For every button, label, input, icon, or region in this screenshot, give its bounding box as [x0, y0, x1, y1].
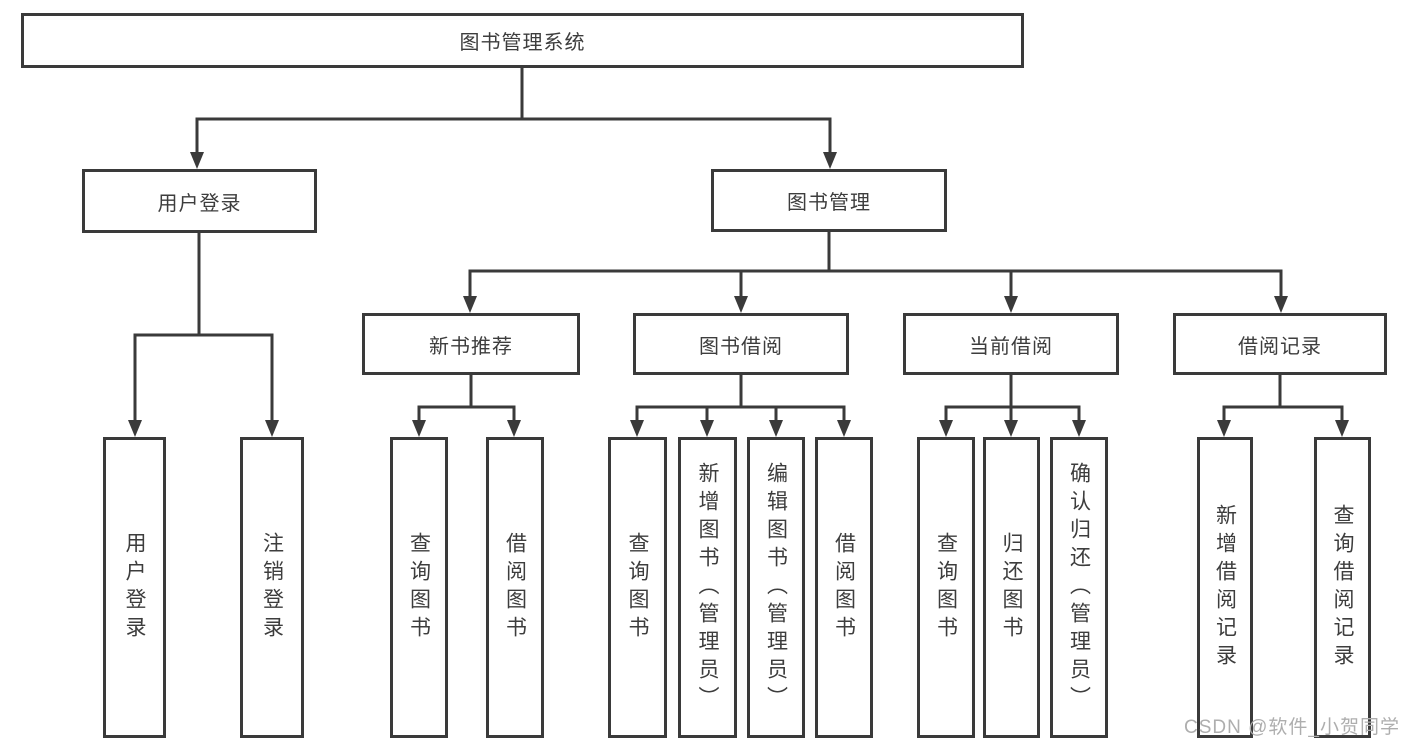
leaf-add-books-admin: 新增图书（管理员）	[678, 437, 737, 738]
leaf-edit-books-admin-label: 编辑图书（管理员）	[764, 461, 788, 714]
leaf-return-books: 归还图书	[983, 437, 1040, 738]
branch-user-login-label: 用户登录	[157, 192, 242, 215]
root-node-label: 图书管理系统	[459, 32, 586, 54]
group-current-borrowing-label: 当前借阅	[969, 335, 1053, 358]
leaf-query-borrow-record: 查询借阅记录	[1314, 437, 1371, 738]
leaf-add-books-admin-label: 新增图书（管理员）	[696, 461, 719, 714]
group-new-book-recommendation: 新书推荐	[362, 313, 580, 375]
root-node-library-management-system: 图书管理系统	[21, 13, 1024, 68]
leaf-query-books-current-label: 查询图书	[934, 531, 958, 644]
leaf-query-borrow-record-label: 查询借阅记录	[1331, 503, 1354, 672]
leaf-user-login: 用户登录	[103, 437, 166, 738]
leaf-borrow-books-recommend: 借阅图书	[486, 437, 544, 738]
group-current-borrowing: 当前借阅	[903, 313, 1119, 375]
group-book-borrowing-label: 图书借阅	[699, 335, 783, 358]
leaf-edit-books-admin: 编辑图书（管理员）	[747, 437, 805, 738]
group-book-borrowing: 图书借阅	[633, 313, 849, 375]
leaf-query-books-recommend-label: 查询图书	[407, 531, 431, 644]
leaf-query-books-current: 查询图书	[917, 437, 975, 738]
branch-book-management-label: 图书管理	[787, 192, 871, 214]
leaf-user-login-label: 用户登录	[123, 531, 146, 644]
group-borrowing-records-label: 借阅记录	[1238, 335, 1322, 358]
leaf-add-borrow-record-label: 新增借阅记录	[1213, 503, 1237, 672]
leaf-borrow-books-recommend-label: 借阅图书	[503, 531, 527, 644]
leaf-logout-label: 注销登录	[260, 531, 284, 644]
group-borrowing-records: 借阅记录	[1173, 313, 1387, 375]
leaf-query-books-borrowing: 查询图书	[608, 437, 667, 738]
csdn-watermark: CSDN @软件_小贺同学	[1184, 717, 1400, 738]
leaf-borrow-books-label: 借阅图书	[832, 531, 856, 644]
leaf-confirm-return-admin-label: 确认归还（管理员）	[1067, 461, 1091, 714]
leaf-return-books-label: 归还图书	[1000, 531, 1023, 644]
leaf-add-borrow-record: 新增借阅记录	[1197, 437, 1253, 738]
group-new-book-recommendation-label: 新书推荐	[429, 335, 513, 358]
leaf-logout: 注销登录	[240, 437, 304, 738]
branch-user-login: 用户登录	[82, 169, 317, 233]
branch-book-management: 图书管理	[711, 169, 947, 232]
leaf-confirm-return-admin: 确认归还（管理员）	[1050, 437, 1108, 738]
leaf-borrow-books: 借阅图书	[815, 437, 873, 738]
leaf-query-books-recommend: 查询图书	[390, 437, 448, 738]
leaf-query-books-borrowing-label: 查询图书	[626, 531, 649, 644]
